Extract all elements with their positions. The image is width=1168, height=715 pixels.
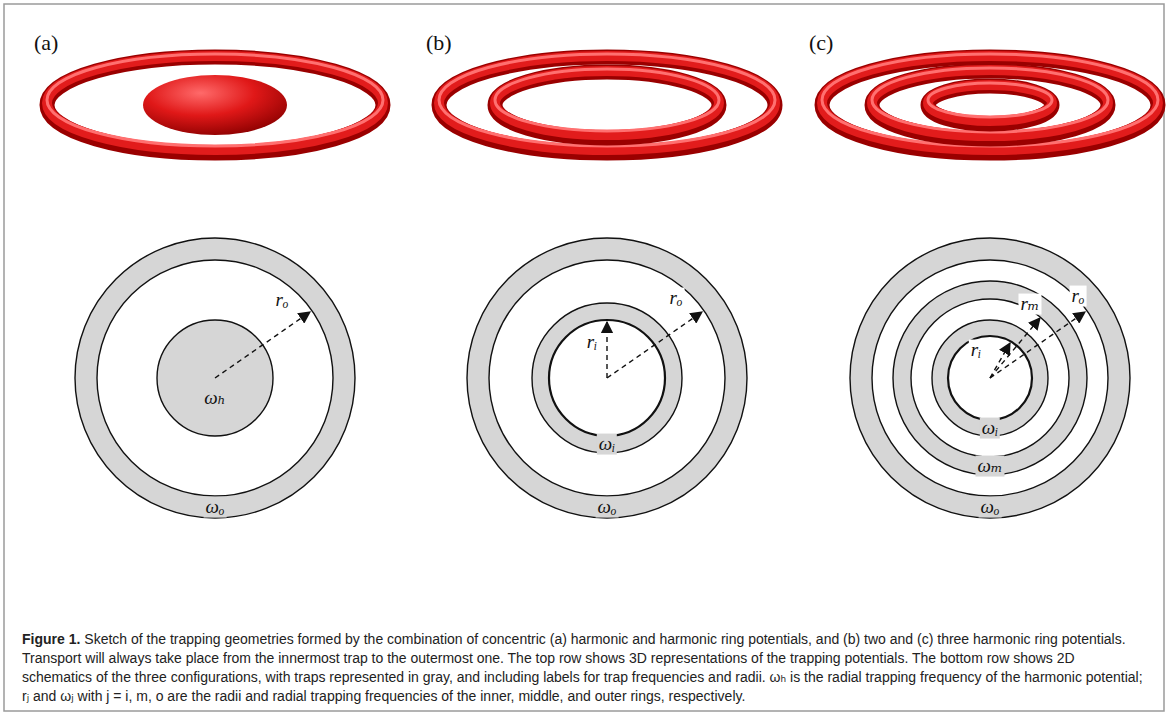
panel-label: (b) (426, 30, 452, 56)
frequency-label: ωᵢ (597, 434, 617, 455)
trap-schematic (75, 238, 1130, 518)
caption-text: Sketch of the trapping geometries formed… (22, 631, 1143, 704)
torus-3d (47, 54, 1158, 153)
frequency-label: ωₒ (979, 497, 1002, 518)
radius-label: rₘ (1018, 294, 1041, 315)
radius-label: rᵢ (585, 332, 599, 353)
figure-caption: Figure 1.Sketch of the trapping geometri… (22, 630, 1146, 706)
panel-label: (a) (34, 30, 58, 56)
radius-label: rₒ (1070, 286, 1087, 307)
radius-label: rᵢ (969, 340, 983, 361)
figure-number: Figure 1. (22, 631, 80, 647)
radius-label: rₒ (274, 290, 291, 311)
figure-frame (4, 4, 1164, 711)
panel-label: (c) (809, 30, 833, 56)
radius-label: rₒ (668, 288, 685, 309)
frequency-label: ωₒ (204, 497, 227, 518)
frequency-label: ωₕ (202, 388, 228, 409)
frequency-label: ωₒ (596, 497, 619, 518)
frequency-label: ωₘ (975, 456, 1004, 477)
radius-arrow (215, 312, 1085, 378)
frequency-label: ωᵢ (980, 418, 1000, 439)
